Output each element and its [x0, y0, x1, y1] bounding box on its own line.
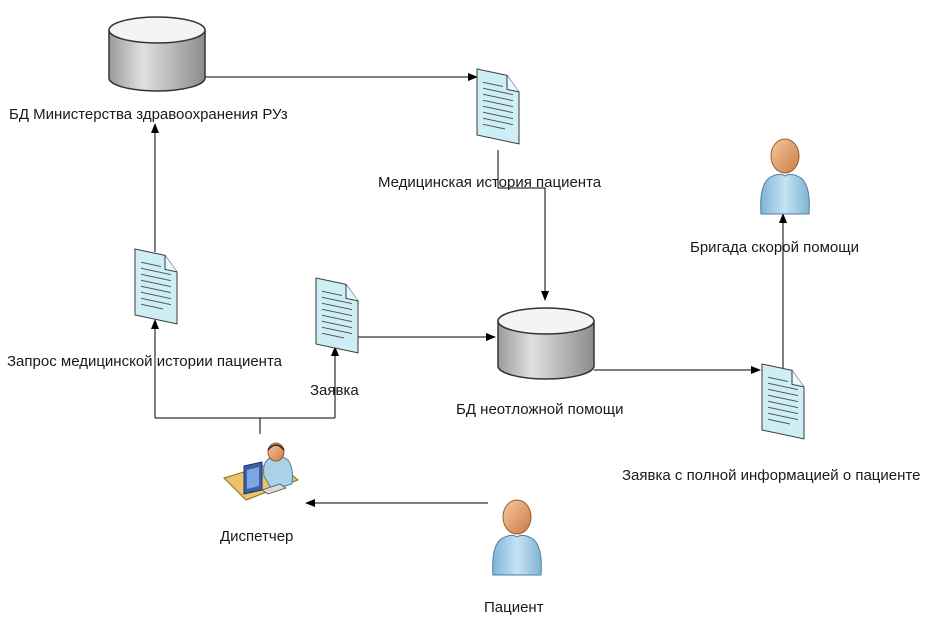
- database-cylinder-icon: [108, 16, 206, 92]
- arrow-history-to-emergency-db: [497, 150, 549, 301]
- label-history-request: Запрос медицинской истории пациента: [7, 353, 283, 370]
- label-patient: Пациент: [484, 599, 544, 616]
- document-icon: [315, 277, 359, 354]
- connectors: [151, 73, 787, 507]
- database-cylinder-icon: [497, 307, 595, 380]
- person-icon: [760, 138, 810, 215]
- document-icon: [476, 68, 520, 145]
- person-icon: [492, 499, 542, 576]
- document-icon: [134, 248, 178, 325]
- document-icon: [761, 363, 805, 440]
- label-dispatcher: Диспетчер: [220, 528, 294, 545]
- label-full-info-request: Заявка с полной информацией о пациенте: [622, 467, 921, 484]
- label-ambulance-crew: Бригада скорой помощи: [690, 239, 859, 256]
- label-emergency-db: БД неотложной помощи: [456, 401, 624, 418]
- label-request: Заявка: [310, 382, 359, 399]
- label-ministry-db: БД Министерства здравоохранения РУз: [9, 106, 288, 123]
- label-medical-history: Медицинская история пациента: [378, 174, 602, 191]
- dispatcher-workstation-icon: [223, 442, 299, 501]
